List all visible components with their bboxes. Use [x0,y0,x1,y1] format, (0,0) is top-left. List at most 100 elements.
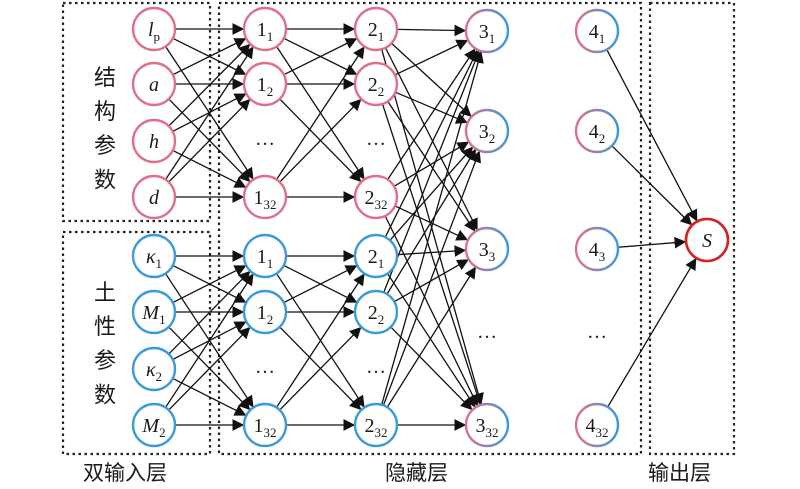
hidden-layer2-node-label: 21 [368,19,385,44]
input-soil-node-label: M1 [141,302,165,327]
hidden-layer2-node-circle [353,6,399,52]
input-structural-node-circle [131,174,177,220]
input-structural-node: d [131,174,177,220]
hidden-layer1-node-label: 12 [257,74,274,99]
hidden-layer4-node-circle [574,8,620,54]
input-soil-node-label: M2 [141,415,165,440]
soil-input-box [61,230,212,456]
input-soil-node-circle [131,346,177,392]
hidden-layer3-node-label: 332 [476,415,499,440]
hidden-layer2-node-label: 232 [365,415,388,440]
connection-arrow [279,98,362,183]
connection-arrow [394,39,469,76]
hidden-layer1-node-circle [242,402,288,448]
soil-params-label: 土性参数 [94,281,116,408]
connection-arrow [168,98,251,183]
connection-arrow [393,141,470,187]
hidden-layer4-node-ellipsis: … [587,321,607,343]
hidden-layer4-node: 432 [574,402,620,448]
connection-arrow [386,148,477,295]
hidden-layer3-node: 32 [464,108,510,154]
connection-arrow [172,149,247,188]
network-nodes: lpahdκ1M1κ2M21112…1322122…2321112…132212… [131,6,730,448]
connection-arrow [172,377,247,416]
hidden-layer2-node: 22 [353,61,399,107]
input-soil-node-circle [131,402,177,448]
hidden-layer3-node-circle [464,8,510,54]
hidden-layer2-node: 21 [353,6,399,52]
input-structural-node-label: d [149,187,160,209]
connection-arrow [389,146,474,241]
hidden-layer3-node: 31 [464,8,510,54]
hidden-layer2-node-circle [353,61,399,107]
hidden-layer1-node: 11 [242,233,288,279]
connection-arrow [384,215,479,407]
hidden-layer4-node: 41 [574,8,620,54]
connection-arrow [276,46,365,180]
hidden-layer1-node: 132 [242,174,288,220]
connection-edges [164,23,698,431]
hidden-layer3-node-label: 31 [479,21,496,46]
input-soil-node-circle [131,233,177,279]
hidden-layer4-node-label: 41 [589,21,606,46]
hidden-layer3-node: 33 [464,226,510,272]
connection-arrow [386,273,476,408]
connection-arrow [396,245,467,257]
hidden-layer3-node-circle [464,226,510,272]
connection-arrow [607,257,697,408]
hidden-layer1-node: 132 [242,402,288,448]
input-soil-node: M2 [131,402,177,448]
connection-arrow [396,24,467,37]
hidden-layer2-node: 22 [353,289,399,335]
connection-arrow [387,101,476,232]
hidden-layer1-node: 12 [242,61,288,107]
hidden-layer1-node-circle [242,289,288,335]
hidden-layer1-node-ellipsis: … [255,128,275,150]
input-soil-node: M1 [131,289,177,335]
hidden-layer2-node-label: 232 [365,187,388,212]
input-structural-node-circle [131,6,177,52]
hidden-layer2-node-ellipsis: … [366,356,386,378]
hidden-layer2-node: 232 [353,174,399,220]
input-soil-node: κ2 [131,346,177,392]
input-soil-node-label: κ2 [146,359,162,384]
connection-arrow [164,273,254,408]
hidden-layer1-node-circle [242,174,288,220]
input-structural-node: lp [131,6,177,52]
hidden-layer2-node-circle [353,402,399,448]
output-layer-box [648,1,736,456]
connection-arrow [168,43,251,127]
input-structural-node: h [131,118,177,164]
input-structural-node-circle [131,61,177,107]
hidden-layer2-node: 21 [353,233,399,279]
input-structural-node-label: a [149,74,159,96]
hidden-layer-box [217,1,643,456]
hidden-layer1-node: 11 [242,6,288,52]
connection-arrow [168,270,251,355]
hidden-layer2-node-circle [353,174,399,220]
hidden-layer2-node-label: 21 [368,246,385,271]
connection-arrow [391,42,472,117]
hidden-layer1-node-ellipsis: … [255,356,275,378]
connection-arrow [617,236,687,249]
hidden-layer4-node-label: 42 [589,121,606,146]
hidden-layer1-node-circle [242,6,288,52]
hidden-layer1-node-label: 11 [257,19,274,44]
hidden-layer3-node-circle [464,402,510,448]
connection-arrow [279,326,362,411]
input-layer-label: 双输入层 [83,461,167,485]
output-node: S [684,217,730,263]
connection-arrow [390,326,473,411]
connection-arrow [382,150,481,406]
hidden-layer1-node-label: 132 [254,415,277,440]
connection-arrow [383,50,481,293]
input-soil-node: κ1 [131,233,177,279]
input-soil-node-circle [131,289,177,335]
connection-arrow [381,51,484,405]
hidden-layer3-node-ellipsis: … [477,321,497,343]
connection-arrow [283,38,358,76]
connection-arrow [384,49,478,238]
input-structural-node-label: h [149,131,159,153]
input-structural-node-circle [131,118,177,164]
